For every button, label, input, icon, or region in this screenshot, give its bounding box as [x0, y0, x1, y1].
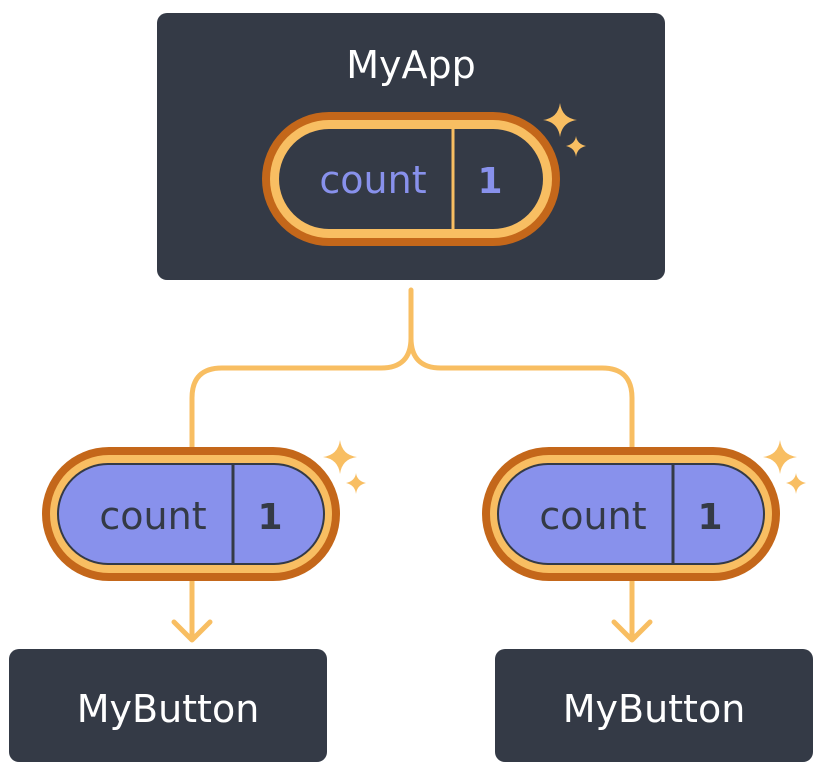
node-mybutton-right-title: MyButton	[563, 687, 746, 731]
node-myapp: MyApp count 1	[157, 13, 665, 280]
right-state-pill: count 1	[482, 447, 780, 581]
arrow-left-head	[171, 619, 213, 643]
right-pill-label: count	[539, 494, 646, 538]
root-connector	[189, 287, 635, 451]
left-pill-body	[57, 463, 325, 565]
child-arrows	[171, 577, 653, 643]
left-pill-value: 1	[257, 497, 282, 538]
root-sparkle-icon	[543, 103, 586, 157]
node-mybutton-left-box	[9, 649, 327, 762]
edge-root-to-left	[189, 287, 414, 451]
root-pill-value: 1	[477, 161, 502, 202]
node-mybutton-left-title: MyButton	[77, 687, 260, 731]
right-pill-body	[497, 463, 765, 565]
node-mybutton-right: MyButton	[495, 649, 813, 762]
left-pill-label: count	[99, 494, 206, 538]
right-pill-value: 1	[697, 497, 722, 538]
root-state-pill: count 1	[262, 112, 560, 246]
left-sparkle-icon	[323, 440, 366, 494]
node-mybutton-right-box	[495, 649, 813, 762]
right-sparkle-icon	[763, 440, 806, 494]
node-mybutton-left: MyButton	[9, 649, 327, 762]
node-myapp-title: MyApp	[346, 43, 476, 87]
left-state-pill: count 1	[42, 447, 340, 581]
root-pill-body	[279, 129, 543, 229]
edge-root-to-right	[408, 335, 635, 451]
arrow-right-head	[611, 619, 653, 643]
root-pill-label: count	[319, 158, 426, 202]
